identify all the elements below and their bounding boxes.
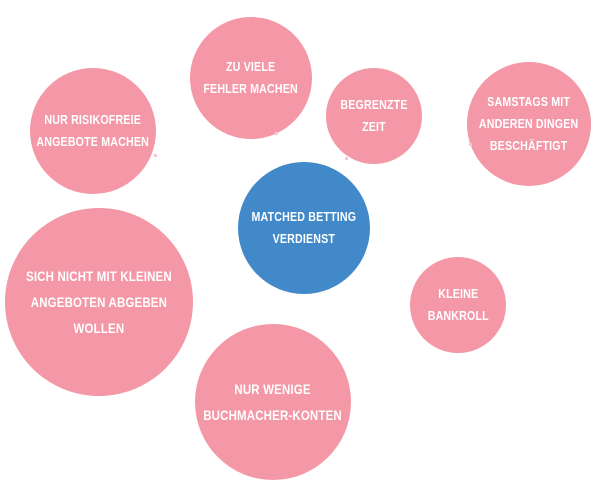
- bubble-label: Kleine Bankroll: [427, 286, 489, 323]
- bubble-label: Sich nicht mit kleinen Angeboten abgeben…: [26, 268, 172, 336]
- bubble-label: Nur risikofreie Angebote machen: [36, 112, 150, 149]
- bubble-nur-risikofreie-angebote: Nur risikofreie Angebote machen: [30, 68, 156, 194]
- bubble-kleine-bankroll: Kleine Bankroll: [410, 257, 506, 353]
- connector-dot: [345, 157, 348, 160]
- connector-dot: [275, 132, 278, 135]
- bubble-wenige-buchmacher-konten: Nur wenige Buchmacher-Konten: [195, 324, 351, 480]
- bubble-kleine-angebote: Sich nicht mit kleinen Angeboten abgeben…: [5, 208, 193, 396]
- bubble-label: Zu viele Fehler machen: [203, 59, 299, 96]
- connector-dot: [469, 143, 472, 146]
- bubble-label: Nur wenige Buchmacher-Konten: [203, 381, 343, 423]
- bubble-zu-viele-fehler: Zu viele Fehler machen: [190, 17, 312, 139]
- bubble-label: Begrenzte Zeit: [340, 97, 408, 134]
- center-label: Matched Betting Verdienst: [251, 209, 357, 246]
- bubble-label: Samstags mit anderen Dingen beschäftigt: [479, 94, 579, 153]
- bubble-begrenzte-zeit: Begrenzte Zeit: [326, 68, 422, 164]
- connector-dot: [154, 154, 157, 157]
- bubble-samstags-beschaeftigt: Samstags mit anderen Dingen beschäftigt: [467, 62, 591, 186]
- center-bubble-matched-betting-verdienst: Matched Betting Verdienst: [238, 162, 370, 294]
